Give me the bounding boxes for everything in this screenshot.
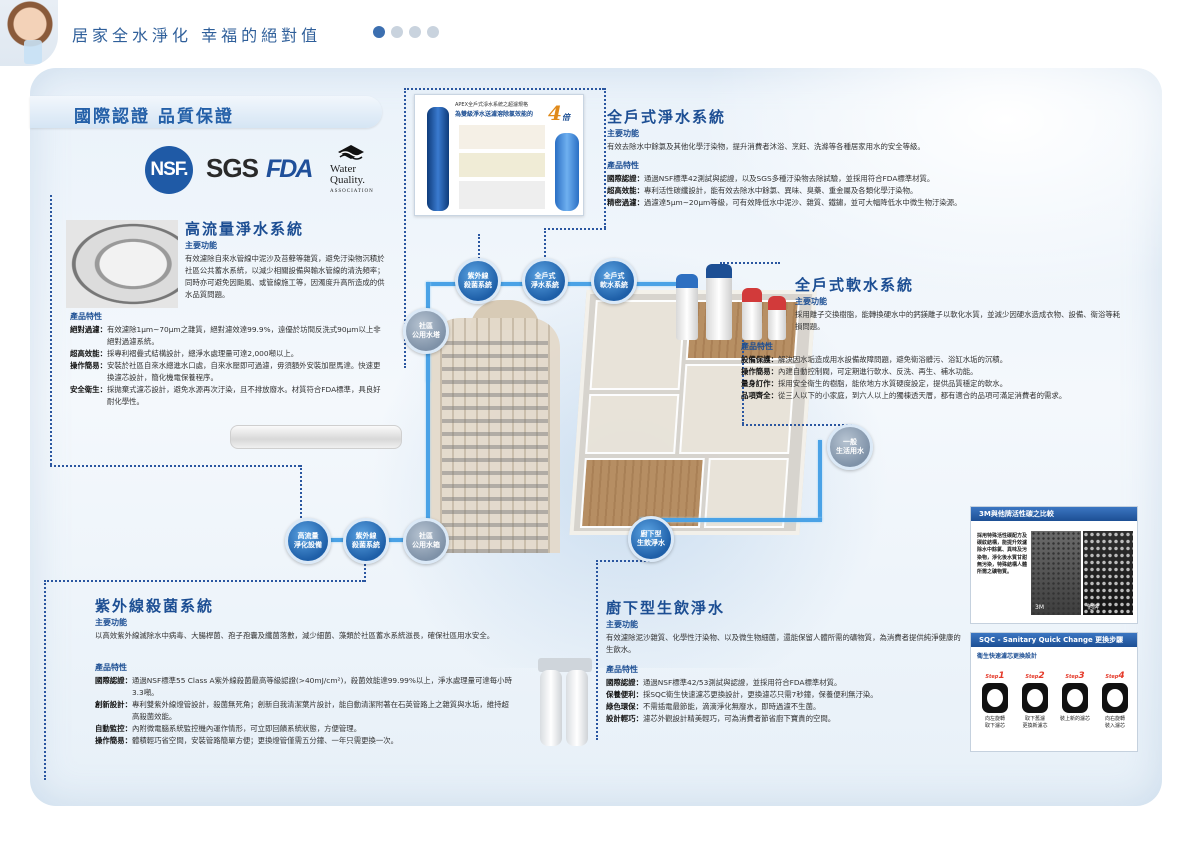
feature-item: 品項齊全：從三人以下的小家庭，到六人以上的獨棟透天厝，都有適合的品項可滿足消費者… [741,391,1067,400]
node-community-tank[interactable]: 社區 公用水箱 [403,518,449,564]
page-dots [373,26,439,38]
uv-function-text: 以高效紫外線滅除水中病毒、大腸桿菌、孢子孢囊及纖菌落數，減少細菌、藻類於社區蓄水… [95,631,495,640]
high-flow-function-label: 主要功能 [185,241,217,250]
high-flow-title: 高流量淨水系統 [185,220,305,238]
uv-function-label: 主要功能 [95,618,127,627]
undersink-function-text: 有效濾除泥沙雜質、化學性汙染物、以及微生物細菌，還能保留人體所需的礦物質，為消費… [606,633,961,654]
feature-item: 綠色環保：不需插電最節能，滴滴淨化無廢水，即時過濾不生菌。 [606,702,821,711]
feature-item: 安全衛生：採拋棄式濾芯設計，避免水源再次汙染，且不排放廢水。材質符合FDA標準，… [70,385,381,406]
undersink-features-label: 產品特性 [606,665,638,674]
water-quality-logo-icon [338,145,364,160]
water-glass-icon [24,40,42,64]
sgs-logo: SGS [206,153,259,183]
undersink-features: 國際認證：通過NSF標準42/53測試與認證，並採用符合FDA標準材質。 保養便… [606,677,966,725]
filter-head-icon [1102,683,1128,713]
filter-tank-icon [427,107,449,211]
node-undersink-bottom[interactable]: 廚下型 生飲淨水 [628,516,674,562]
feature-item: 操作簡易：安裝於社區自來水總進水口處，自來水壓即可過濾，毋須額外安裝加壓馬達。快… [70,361,381,382]
sqc-steps-box: SQC - Sanitary Quick Change 更換步驟 衛生快速濾芯更… [970,632,1138,752]
pipe [640,518,822,522]
high-flow-features-label: 產品特性 [70,312,102,321]
sqc-step: Step4 向右旋轉 裝入濾芯 [1097,663,1133,729]
certification-title: 國際認證 品質保證 [74,107,234,127]
feature-item: 超高效能：專利活性碳纖設計，能有效去除水中餘氯、異味、臭藥、重金屬及各類化學汙染… [607,186,918,195]
feature-item: 精密過濾：過濾達5μm~20μm等級，可有效降低水中泥沙、雜質、鐵鏽，並可大幅降… [607,198,962,207]
apartment-building-illustration [430,318,560,553]
high-flow-features: 絕對過濾：有效濾除1μm~70μm之雜質，絕對濾效達99.9%，遠優於坊間反洗式… [70,324,386,408]
comparison-text: 採用特殊活性碳配方及碳紋結構，能提升效濾除水中餘氯、異味及污染物，淨化後水質甘甜… [977,533,1028,576]
feature-item: 操作簡易：內建自動控制閥，可定期進行軟水、反洗、再生、補水功能。 [741,367,978,376]
node-softener-top[interactable]: 全戶式 軟水系統 [591,258,637,304]
feature-item: 設備保護：解決因水垢造成用水設備故障問題，避免衛浴髒污、浴缸水垢的沉積。 [741,355,1008,364]
sqc-subtitle: 衛生快速濾芯更換設計 [977,653,1038,660]
nsf-logo: NSF. [145,146,193,194]
purifier-features: 國際認證：通過NSF標準42測試與認證，以及SGS多種汙染物去除試驗，並採用符合… [607,173,1127,209]
uv-features: 國際認證：通過NSF標準55 Class A紫外線殺菌最高等級認證(>40mJ/… [95,675,515,747]
filter-head-icon [982,683,1008,713]
carbon-comparison-box: 3M與他牌活性碳之比較 採用特殊活性碳配方及碳紋結構，能提升效濾除水中餘氯、異味… [970,506,1138,624]
sqc-step: Step2 取下舊濾 更換新濾芯 [1022,671,1048,729]
sqc-title: SQC - Sanitary Quick Change 更換步驟 [971,633,1137,647]
softener-title: 全戶式軟水系統 [795,276,915,294]
filter-cartridge-icon [555,133,579,211]
node-high-flow-bottom[interactable]: 高流量 淨化設備 [285,518,331,564]
softener-function-label: 主要功能 [795,297,827,306]
feature-item: 操作簡易：體積輕巧省空間，安裝管路簡單方便；更換燈管僅需五分鐘、一年只需更換一次… [95,736,399,745]
filter-head-icon [1022,683,1048,713]
uv-features-label: 產品特性 [95,663,127,672]
feature-item: 國際認證：通過NSF標準42測試與認證，以及SGS多種汙染物去除試驗，並採用符合… [607,174,935,183]
page-title: 居家全水淨化 幸福的絕對值 [72,26,322,45]
feature-item: 自動監控：內附微電腦系統監控機內運作情形，可立即回饋系統狀態，方便管理。 [95,724,362,733]
dot-icon [391,26,403,38]
feature-item: 量身訂作：採用安全衛生的樹脂，能依地方水質硬度設定，提供品質穩定的軟水。 [741,379,1008,388]
purifier-function-label: 主要功能 [607,129,639,138]
filter-head-icon [1062,683,1088,713]
node-uv-bottom[interactable]: 紫外線 殺菌系統 [343,518,389,564]
high-flow-function-text: 有效濾除自來水管線中泥沙及苔蘚等雜質，避免汙染物沉積於社區公共蓄水系統，以減少相… [185,254,385,299]
carbon-other-image: 他牌 [1083,531,1133,615]
high-flow-housing-image [66,220,178,308]
pipe [818,440,822,520]
feature-item: 保養便利：採SQC衛生快速濾芯更換設計，更換濾芯只需7秒鐘，保養便利無汙染。 [606,690,878,699]
filter-cartridge-image [230,425,402,449]
comparison-title: 3M與他牌活性碳之比較 [971,507,1137,521]
node-community-tower[interactable]: 社區 公用水塔 [403,308,449,354]
feature-item: 國際認證：通過NSF標準55 Class A紫外線殺菌最高等級認證(>40mJ/… [95,676,512,697]
carbon-3m-image: 3M [1031,531,1081,615]
purifier-function-text: 有效去除水中餘氯及其他化學汙染物，提升消費者沐浴、烹飪、洗滌等各種居家用水的安全… [607,142,925,151]
softener-products-image [676,260,786,340]
purifier-features-label: 產品特性 [607,161,639,170]
undersink-filter-image [536,658,596,750]
dot-icon [373,26,385,38]
feature-item: 絕對過濾：有效濾除1μm~70μm之雜質，絕對濾效達99.9%，遠優於坊間反洗式… [70,325,381,346]
water-quality-logo-text: Water Quality. ASSOCIATION [330,163,374,195]
undersink-function-label: 主要功能 [606,620,638,629]
sqc-step: Step1 向左旋轉 取下濾芯 [977,663,1013,729]
softener-function-text: 採用離子交換樹脂，能轉換硬水中的鈣鎂離子以軟化水質，並減少因硬水造成衣物、設備、… [795,310,1121,331]
feature-item: 創新設計：專利雙紫外線燈管設計，殺菌無死角；創新自我清潔葉片設計，能自動清潔附著… [95,700,509,721]
header-photo-girl [0,0,58,66]
node-general-water[interactable]: 一般 生活用水 [827,424,873,470]
fda-logo: FDA [266,155,313,183]
purifier-title: 全戶式淨水系統 [607,108,727,126]
softener-features-label: 產品特性 [741,342,773,351]
node-uv-top[interactable]: 紫外線 殺菌系統 [455,258,501,304]
sqc-step: Step3 裝上新的濾芯 [1059,671,1090,722]
feature-item: 設計輕巧：濾芯外觀設計精美輕巧，可為消費者節省廚下寶貴的空間。 [606,714,836,723]
feature-item: 國際認證：通過NSF標準42/53測試與認證，並採用符合FDA標準材質。 [606,678,842,687]
certification-banner [30,96,382,128]
dot-icon [409,26,421,38]
dot-icon [427,26,439,38]
uv-title: 紫外線殺菌系統 [95,597,215,615]
node-purifier-top[interactable]: 全戶式 淨水系統 [522,258,568,304]
undersink-title: 廚下型生飲淨水 [606,599,726,617]
sqc-steps: Step1 向左旋轉 取下濾芯 Step2 取下舊濾 更換新濾芯 Step3 裝… [977,663,1133,729]
pipe [426,330,430,540]
softener-features: 設備保護：解決因水垢造成用水設備故障問題，避免衛浴髒污、浴缸水垢的沉積。 操作簡… [741,354,1141,402]
apex-product-image: APEX全戶式淨水系統之超濾規格 為雙級淨水送濾溶除氯效能的 4倍 [414,94,584,216]
feature-item: 超高效能：採專利褶疊式結構設計，總淨水處理量可達2,000噸以上。 [70,349,299,358]
